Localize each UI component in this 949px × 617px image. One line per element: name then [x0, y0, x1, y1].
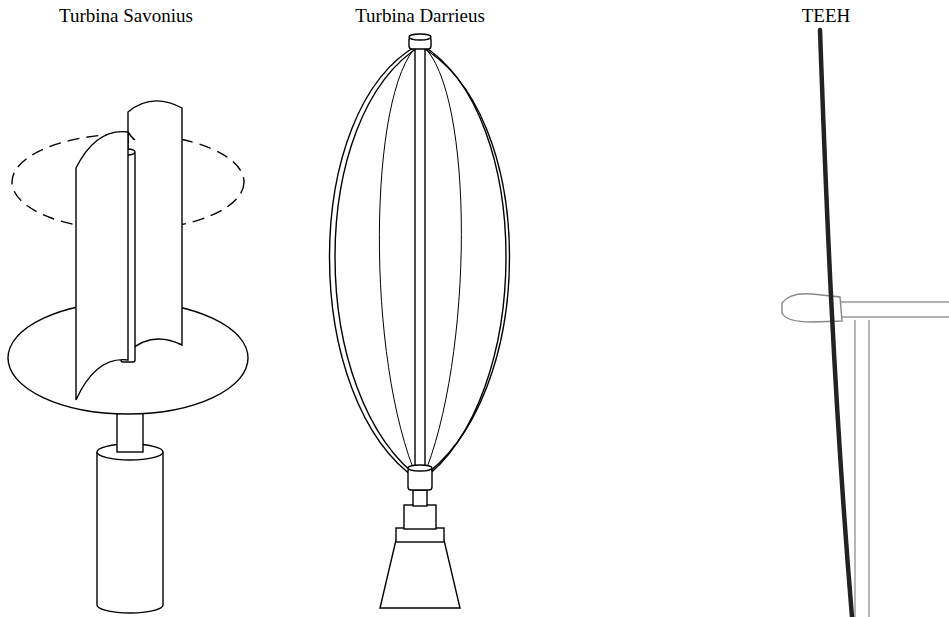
horizontal-axis-turbine	[782, 30, 949, 617]
savonius-turbine	[8, 101, 248, 613]
turbine-title: TEEH	[802, 6, 851, 27]
darrieus-turbine	[330, 34, 510, 608]
turbine-title: Turbina Darrieus	[355, 6, 485, 27]
turbine-title: Turbina Savonius	[59, 6, 193, 27]
